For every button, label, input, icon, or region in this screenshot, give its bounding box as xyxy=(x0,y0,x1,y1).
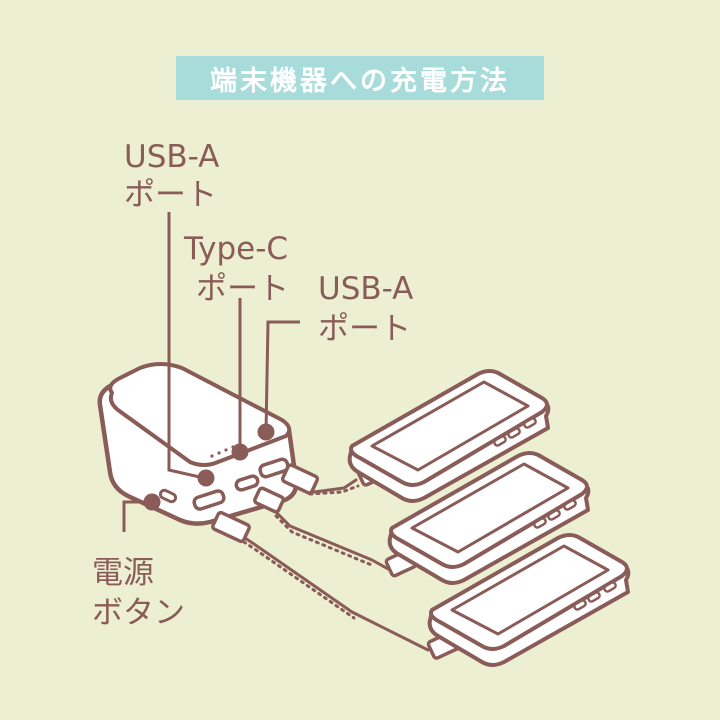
label-usb-a-right-line1: USB-A xyxy=(318,271,414,307)
label-power-line1: 電源 xyxy=(92,555,154,591)
smartphone-3-icon xyxy=(427,533,631,667)
usb-a-right-port-marker xyxy=(257,423,275,441)
type-c-port-marker xyxy=(231,443,249,461)
label-usb-a-right-line2: ポート xyxy=(318,311,411,347)
page-title: 端末機器への充電方法 xyxy=(210,65,510,97)
power-bank-icon xyxy=(97,362,299,526)
smartphone-2-icon xyxy=(387,451,591,585)
label-usb-a-left-line2: ポート xyxy=(124,177,217,213)
label-type-c-line1: Type-C xyxy=(184,231,289,267)
label-usb-a-left-line1: USB-A xyxy=(124,139,220,175)
label-power-line2: ボタン xyxy=(92,595,185,631)
title-banner: 端末機器への充電方法 xyxy=(176,56,544,100)
label-type-c-line2: ポート xyxy=(196,271,289,307)
smartphone-1-icon xyxy=(347,369,551,503)
leader-lines xyxy=(122,212,300,532)
marker-dots xyxy=(143,423,275,511)
usb-a-left-port-marker xyxy=(197,469,215,487)
power-button-marker xyxy=(143,493,161,511)
